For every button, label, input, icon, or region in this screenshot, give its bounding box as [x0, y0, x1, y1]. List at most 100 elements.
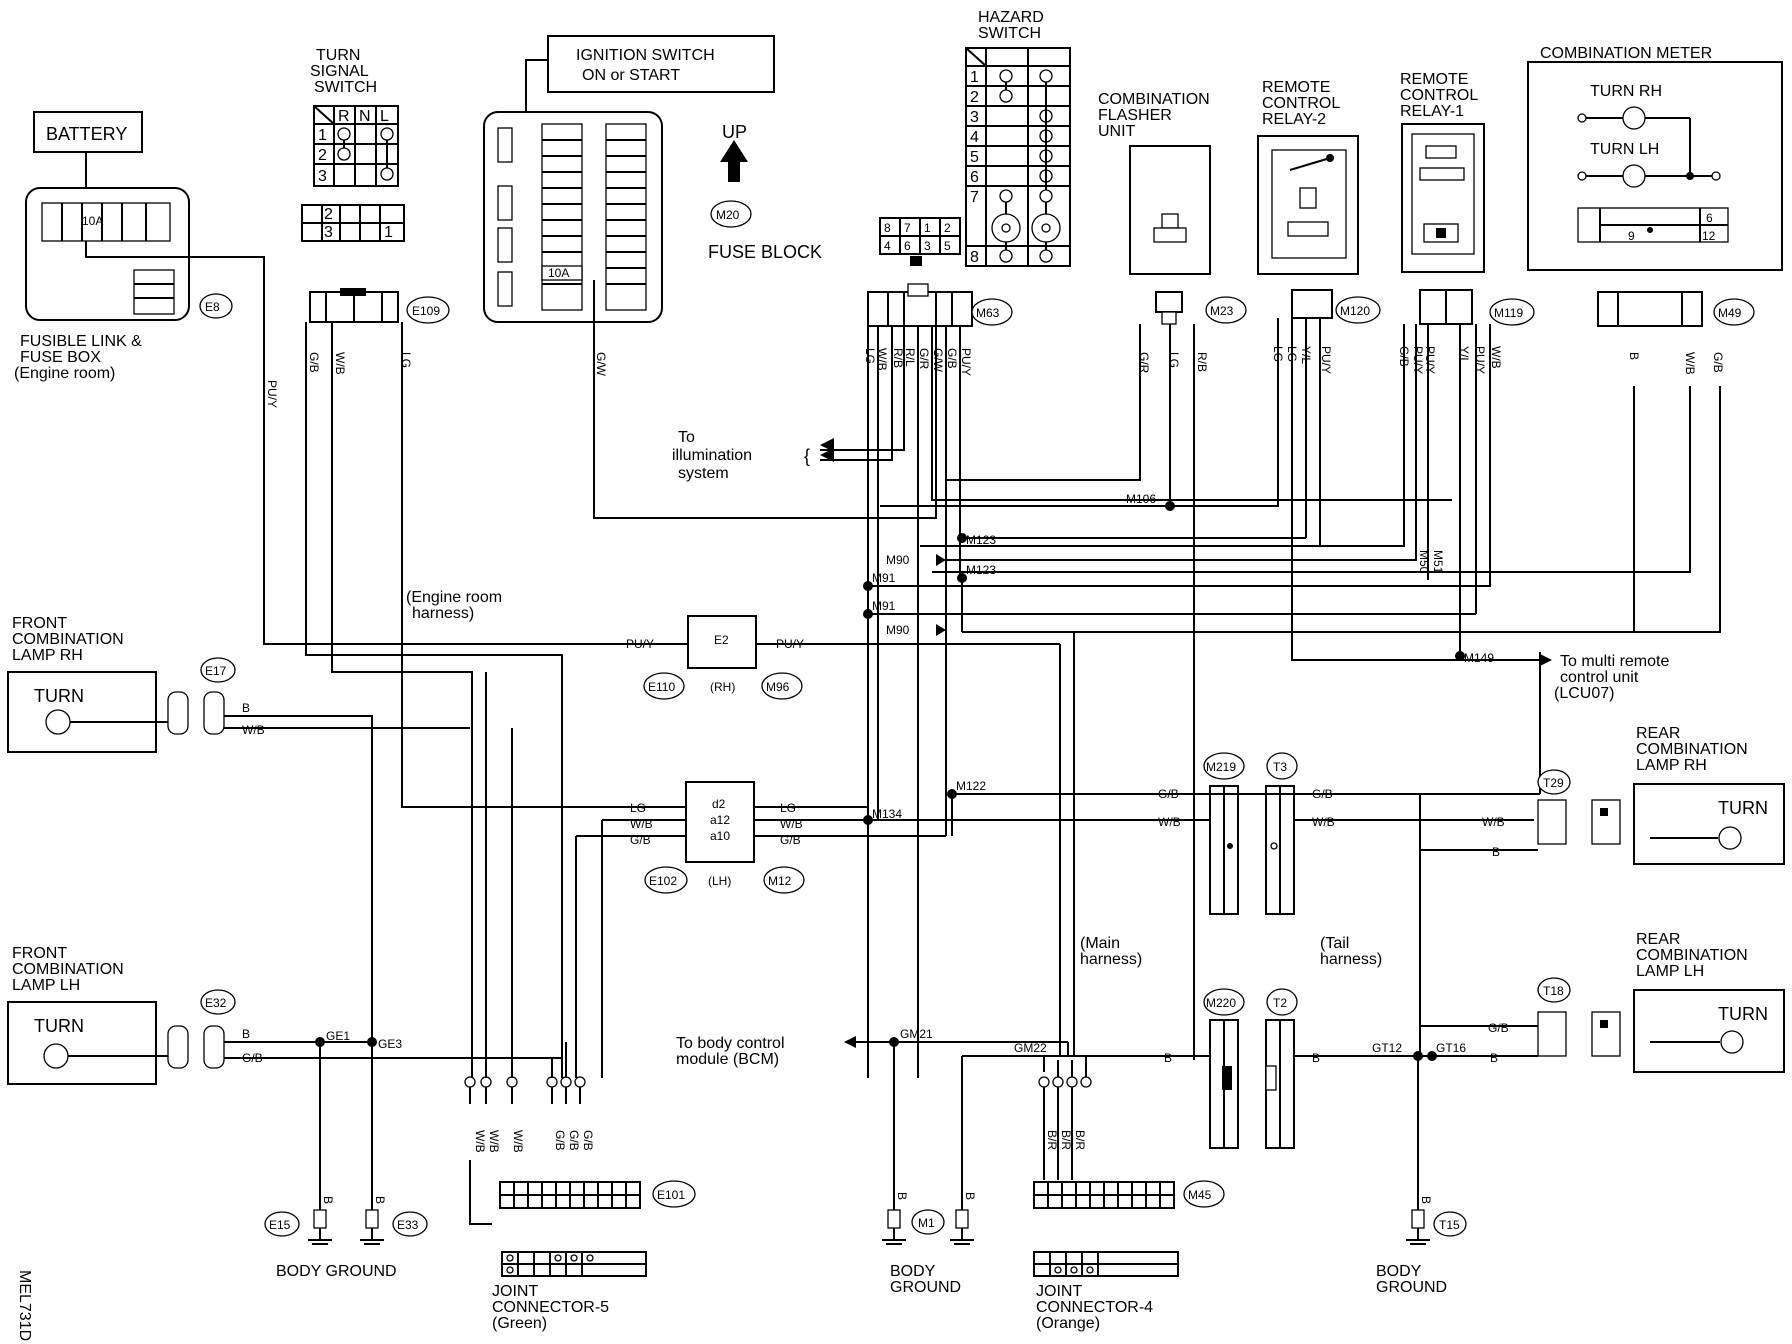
rear-lh-label-3: LAMP LH: [1636, 963, 1704, 980]
fuse-10a-label: 10A: [82, 214, 103, 228]
ignition-switch-box: IGNITION SWITCH ON or START: [547, 35, 775, 93]
splice-ge3: GE3: [378, 1037, 402, 1051]
connector-t3: T3: [1273, 760, 1287, 774]
wire-label-br-jc4a: B/R: [1045, 1130, 1059, 1150]
jc4-wire-stubs: B/R B/R B/R: [1038, 1076, 1092, 1180]
body-ground-right-1: BODY: [1376, 1263, 1422, 1280]
relay1-label-1: REMOTE: [1400, 71, 1468, 88]
m23-connector: M23: [1155, 291, 1247, 325]
splice-m91b: M91: [872, 599, 896, 613]
fusible-link-label-2: FUSE BOX: [20, 349, 101, 366]
connector-m1: M1: [918, 1216, 935, 1230]
to-illumination-3: system: [678, 465, 729, 482]
connector-m120: M120: [1340, 304, 1370, 318]
battery: BATTERY: [33, 111, 143, 153]
m63-pin-1: 1: [924, 221, 931, 235]
joint-a10: a10: [710, 829, 730, 843]
wire-label-wb-e17: W/B: [242, 723, 265, 737]
front-rh-turn: TURN: [34, 686, 84, 706]
front-lh-label-1: FRONT: [12, 945, 67, 962]
wire-label-wb-t3: W/B: [1312, 815, 1335, 829]
body-ground-mid-1: BODY: [890, 1263, 936, 1280]
connector-e101: E101: [657, 1188, 685, 1202]
switch-row-1: 1: [318, 127, 327, 144]
wire-label-b-m1b: B: [963, 1192, 977, 1200]
connector-m96: M96: [766, 680, 790, 694]
wire-label-br-jc4b: B/R: [1059, 1130, 1073, 1150]
front-lh-label-2: COMBINATION: [12, 961, 124, 978]
rear-lh-label-1: REAR: [1636, 931, 1680, 948]
turn-signal-label-3: SWITCH: [314, 79, 377, 96]
switch-col-n: N: [359, 108, 371, 125]
wire-label-b-m220: B: [1164, 1051, 1172, 1065]
wire-label-b-t15: B: [1419, 1196, 1433, 1204]
splice-ge1: GE1: [326, 1029, 350, 1043]
connector-e33: E33: [397, 1218, 419, 1232]
to-multi-remote-1: To multi remote: [1560, 653, 1669, 670]
wire-label-b-t2: B: [1312, 1051, 1320, 1065]
lh-label: (LH): [708, 874, 731, 888]
upper-splices: M106 M123 M123 M90 M91 M91 M90 M149: [863, 492, 1494, 665]
rear-rh-lamp: TURN T29: [1537, 769, 1785, 865]
figure-id: MEL731D: [16, 1270, 33, 1341]
front-lh-lamp: TURN E32: [7, 989, 236, 1085]
connector-m45: M45: [1188, 1188, 1212, 1202]
battery-label: BATTERY: [46, 124, 127, 144]
front-rh-bulb-icon: [45, 709, 71, 735]
wire-label-wb-jc5b: W/B: [487, 1130, 501, 1153]
wire-label-gb-t18: G/B: [1488, 1021, 1509, 1035]
connector-m220: M220: [1206, 996, 1236, 1010]
e2-junction: E2 PU/Y PU/Y E110 (RH) M96: [626, 615, 804, 700]
connector-e32: E32: [205, 996, 227, 1010]
connector-m63: M63: [976, 306, 1000, 320]
e109-pin-2: 2: [324, 206, 333, 223]
joint-a12: a12: [710, 813, 730, 827]
m119-connector: M119: [1419, 289, 1535, 326]
flasher-label-1: COMBINATION: [1098, 91, 1210, 108]
to-multi-remote-3: (LCU07): [1554, 685, 1614, 702]
jc5-symbol: [501, 1251, 647, 1277]
jc4-symbol: [1033, 1251, 1179, 1277]
relay2-label-1: REMOTE: [1262, 79, 1330, 96]
switch-col-r: R: [338, 108, 350, 125]
lh-junction: d2 a12 a10 LG W/B G/B LG W/B G/B E102 (L…: [630, 781, 805, 894]
connector-e8: E8: [205, 300, 220, 314]
turn-rh-bulb-icon: [1622, 106, 1646, 130]
fuse-block-label: FUSE BLOCK: [708, 242, 822, 262]
wire-label-gw-fuse: G/W: [594, 352, 608, 377]
wire-label-puy-e2l: PU/Y: [626, 637, 654, 651]
splice-m106: M106: [1126, 492, 1156, 506]
meter-conn-12: 12: [1702, 229, 1716, 243]
ground-t15: B T15: [1406, 1196, 1467, 1245]
hazard-row-3: 3: [970, 109, 979, 126]
switch-row-3: 3: [318, 168, 327, 185]
hazard-row-8: 8: [970, 249, 979, 266]
flasher-unit: [1129, 145, 1211, 275]
wire-label-wb-e109: W/B: [333, 352, 347, 375]
connector-m219: M219: [1206, 760, 1236, 774]
wire-label-gb-m63: G/B: [945, 348, 959, 369]
wire-label-wb-jc5a: W/B: [473, 1130, 487, 1153]
wire-label-b-t29: B: [1492, 845, 1500, 859]
m63-pin-2: 2: [944, 221, 951, 235]
rear-rh-bulb-icon: [1718, 826, 1742, 850]
flasher-label-3: UNIT: [1098, 123, 1136, 140]
rear-lh-bulb-icon: [1720, 1030, 1744, 1054]
wire-label-wb-m119: W/B: [1489, 346, 1503, 369]
switch-row-2: 2: [318, 147, 327, 164]
rh-label: (RH): [710, 680, 735, 694]
wire-label-gb-m49: G/B: [1711, 352, 1725, 373]
splice-m50: M50: [1417, 550, 1431, 574]
splice-gt12: GT12: [1372, 1041, 1402, 1055]
engine-harness-1: (Engine room: [406, 589, 502, 606]
wire-label-rb-m23: R/B: [1195, 352, 1209, 372]
svg-text:{: {: [804, 446, 810, 466]
hazard-row-1: 1: [970, 69, 979, 86]
wire-label-gb-m219: G/B: [1158, 787, 1179, 801]
m63-pin-7: 7: [904, 221, 911, 235]
front-lh-label-3: LAMP LH: [12, 977, 80, 994]
connector-e17: E17: [205, 664, 227, 678]
meter-conn-6: 6: [1706, 211, 1713, 225]
m49-connector: M49: [1597, 291, 1755, 327]
relay1-label-2: CONTROL: [1400, 87, 1478, 104]
